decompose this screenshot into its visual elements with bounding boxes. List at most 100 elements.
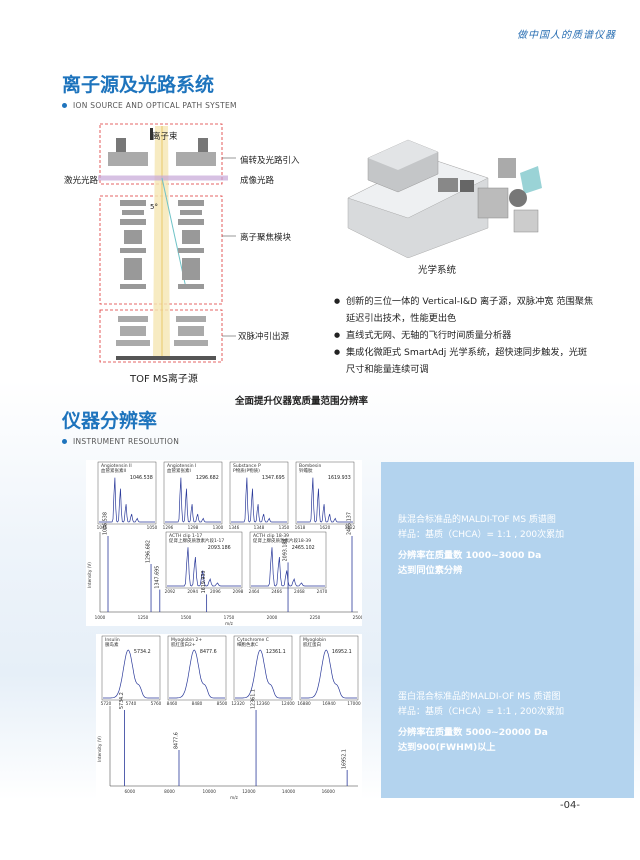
inset-tick-label: 2096 bbox=[210, 589, 221, 594]
subtitle-text: INSTRUMENT RESOLUTION bbox=[73, 437, 180, 446]
subtitle-text: ION SOURCE AND OPTICAL PATH SYSTEM bbox=[73, 101, 237, 110]
inset-tick-label: 2092 bbox=[165, 589, 176, 594]
inset-tick-label: 1050 bbox=[147, 525, 158, 530]
label-deflection: 偏转及光路引入 bbox=[240, 156, 300, 166]
label-laser-path: 激光光路 bbox=[64, 176, 99, 186]
label-imaging-path: 成像光路 bbox=[240, 176, 275, 186]
main-x-tick: 12000 bbox=[242, 789, 256, 794]
section-title-ion-source: 离子源及光路系统 bbox=[62, 74, 215, 96]
bullet-dot bbox=[62, 103, 67, 108]
inset-tick-label: 1346 bbox=[229, 525, 240, 530]
inset-tick-label: 16940 bbox=[322, 701, 336, 706]
inset-spectrum-line bbox=[167, 547, 241, 587]
header-slogan: 做中国人的质谱仪器 bbox=[517, 30, 616, 41]
inset-tick-label: 12360 bbox=[256, 701, 270, 706]
inset-tick-label: 1622 bbox=[345, 525, 356, 530]
main-peak-label: 2093.186 bbox=[283, 539, 289, 562]
panel2-bold1: 分辨率在质量数 5000~20000 Da bbox=[398, 727, 548, 738]
main-x-tick: 2500 bbox=[353, 615, 362, 620]
inset-tick-label: 2464 bbox=[249, 589, 260, 594]
main-x-tick: 8000 bbox=[164, 789, 175, 794]
main-peak-label: 5734.2 bbox=[119, 692, 125, 709]
label-angle: 5° bbox=[150, 203, 158, 211]
inset-spectrum-line bbox=[231, 477, 287, 523]
main-peak-label: 1046.538 bbox=[103, 512, 109, 535]
section-title-resolution: 仪器分辨率 bbox=[62, 410, 158, 432]
section-subtitle-resolution: INSTRUMENT RESOLUTION bbox=[62, 437, 179, 446]
inset-tick-label: 1618 bbox=[295, 525, 306, 530]
inset-title: Myoglobin bbox=[303, 637, 326, 643]
main-y-label: Intensity (V) bbox=[87, 562, 92, 588]
inset-title: Insulin bbox=[105, 637, 120, 643]
main-x-tick: 10000 bbox=[203, 789, 217, 794]
label-ion-beam: 离子束 bbox=[152, 132, 178, 142]
inset-subtitle: 肌红蛋白 bbox=[303, 641, 321, 648]
inset-subtitle: 促肾上腺皮质激素片段18-39 bbox=[253, 537, 311, 544]
main-x-tick: 14000 bbox=[282, 789, 296, 794]
inset-peak-label: 5734.2 bbox=[134, 649, 151, 655]
main-x-tick: 6000 bbox=[125, 789, 136, 794]
feature-item: 集成化微距式 SmartAdj 光学系统，超快速同步触发，光斑尺寸和能量连续可调 bbox=[334, 344, 594, 378]
inset-peak-label: 2465.102 bbox=[292, 545, 315, 551]
panel1-line1: 肽混合标准品的MALDI-TOF MS 质谱图 bbox=[398, 515, 556, 525]
inset-tick-label: 16880 bbox=[297, 701, 311, 706]
diagram-caption: TOF MS离子源 bbox=[130, 374, 198, 385]
optical-system-image bbox=[347, 139, 542, 258]
feature-list: 创新的三位一体的 Vertical-I&D 离子源，双脉冲宽 范围聚焦延迟引出技… bbox=[334, 293, 594, 378]
inset-tick-label: 8480 bbox=[192, 701, 203, 706]
inset-spectrum-line bbox=[169, 649, 225, 699]
inset-subtitle: 铃蟾肽 bbox=[299, 467, 313, 474]
inset-peak-label: 16952.1 bbox=[332, 649, 352, 655]
section-subtitle-ion-source: ION SOURCE AND OPTICAL PATH SYSTEM bbox=[62, 101, 237, 110]
main-peak-label: 1296.682 bbox=[146, 540, 152, 563]
inset-subtitle: 细胞色素C bbox=[237, 641, 258, 648]
inset-spectrum-line bbox=[297, 477, 353, 523]
inset-spectrum-line bbox=[235, 649, 291, 699]
inset-tick-label: 1298 bbox=[188, 525, 199, 530]
inset-peak-label: 1619.933 bbox=[328, 475, 351, 481]
info-panel bbox=[381, 462, 634, 798]
main-x-label: m/z bbox=[230, 795, 238, 800]
inset-spectrum-line bbox=[301, 649, 357, 699]
inset-peak-label: 12361.1 bbox=[266, 649, 286, 655]
inset-frame bbox=[167, 635, 227, 701]
inset-tick-label: 2466 bbox=[271, 589, 282, 594]
main-y-label: Intensity (V) bbox=[97, 736, 102, 762]
inset-subtitle: 肌红蛋白2+ bbox=[171, 641, 196, 648]
optical-system-caption: 光学系统 bbox=[418, 265, 457, 276]
inset-tick-label: 5720 bbox=[101, 701, 112, 706]
inset-subtitle: 血管紧张素II bbox=[101, 467, 126, 474]
inset-tick-label: 2468 bbox=[294, 589, 305, 594]
inset-tick-label: 5740 bbox=[126, 701, 137, 706]
panel1-line2: 样品：基质（CHCA）= 1:1 , 200次累加 bbox=[398, 530, 565, 540]
inset-title: Angiotensin II bbox=[101, 463, 132, 469]
inset-tick-label: 12400 bbox=[281, 701, 295, 706]
inset-peak-label: 1296.682 bbox=[196, 475, 219, 481]
label-focus-module: 离子聚焦模块 bbox=[240, 233, 292, 243]
inset-tick-label: 12320 bbox=[231, 701, 245, 706]
inset-frame bbox=[101, 635, 161, 701]
panel1-bold2: 达到同位素分辨 bbox=[398, 565, 463, 576]
inset-subtitle: P物质(P物质) bbox=[233, 467, 260, 474]
inset-spectrum-line bbox=[99, 477, 155, 523]
panel2-bold2: 达到900(FWHM)以上 bbox=[398, 742, 496, 753]
label-dual-pulse: 双脉冲引出源 bbox=[238, 332, 290, 342]
main-x-tick: 2000 bbox=[267, 615, 278, 620]
main-x-tick: 1000 bbox=[95, 615, 106, 620]
main-peak-label: 16952.1 bbox=[342, 749, 348, 769]
inset-spectrum-line bbox=[103, 649, 159, 699]
feature-item: 创新的三位一体的 Vertical-I&D 离子源，双脉冲宽 范围聚焦延迟引出技… bbox=[334, 293, 594, 327]
inset-tick-label: 1300 bbox=[213, 525, 224, 530]
inset-peak-label: 1347.695 bbox=[262, 475, 285, 481]
inset-title: Substance P bbox=[233, 463, 261, 469]
inset-peak-label: 2093.186 bbox=[208, 545, 231, 551]
page-number: -04- bbox=[560, 800, 580, 811]
inset-title: ACTH clip 18-39 bbox=[253, 533, 289, 539]
inset-tick-label: 2470 bbox=[317, 589, 328, 594]
inset-tick-label: 2094 bbox=[187, 589, 198, 594]
feature-item: 直线式无网、无轴的飞行时间质量分析器 bbox=[334, 327, 594, 344]
inset-spectrum-line bbox=[165, 477, 221, 523]
inset-tick-label: 1350 bbox=[279, 525, 290, 530]
